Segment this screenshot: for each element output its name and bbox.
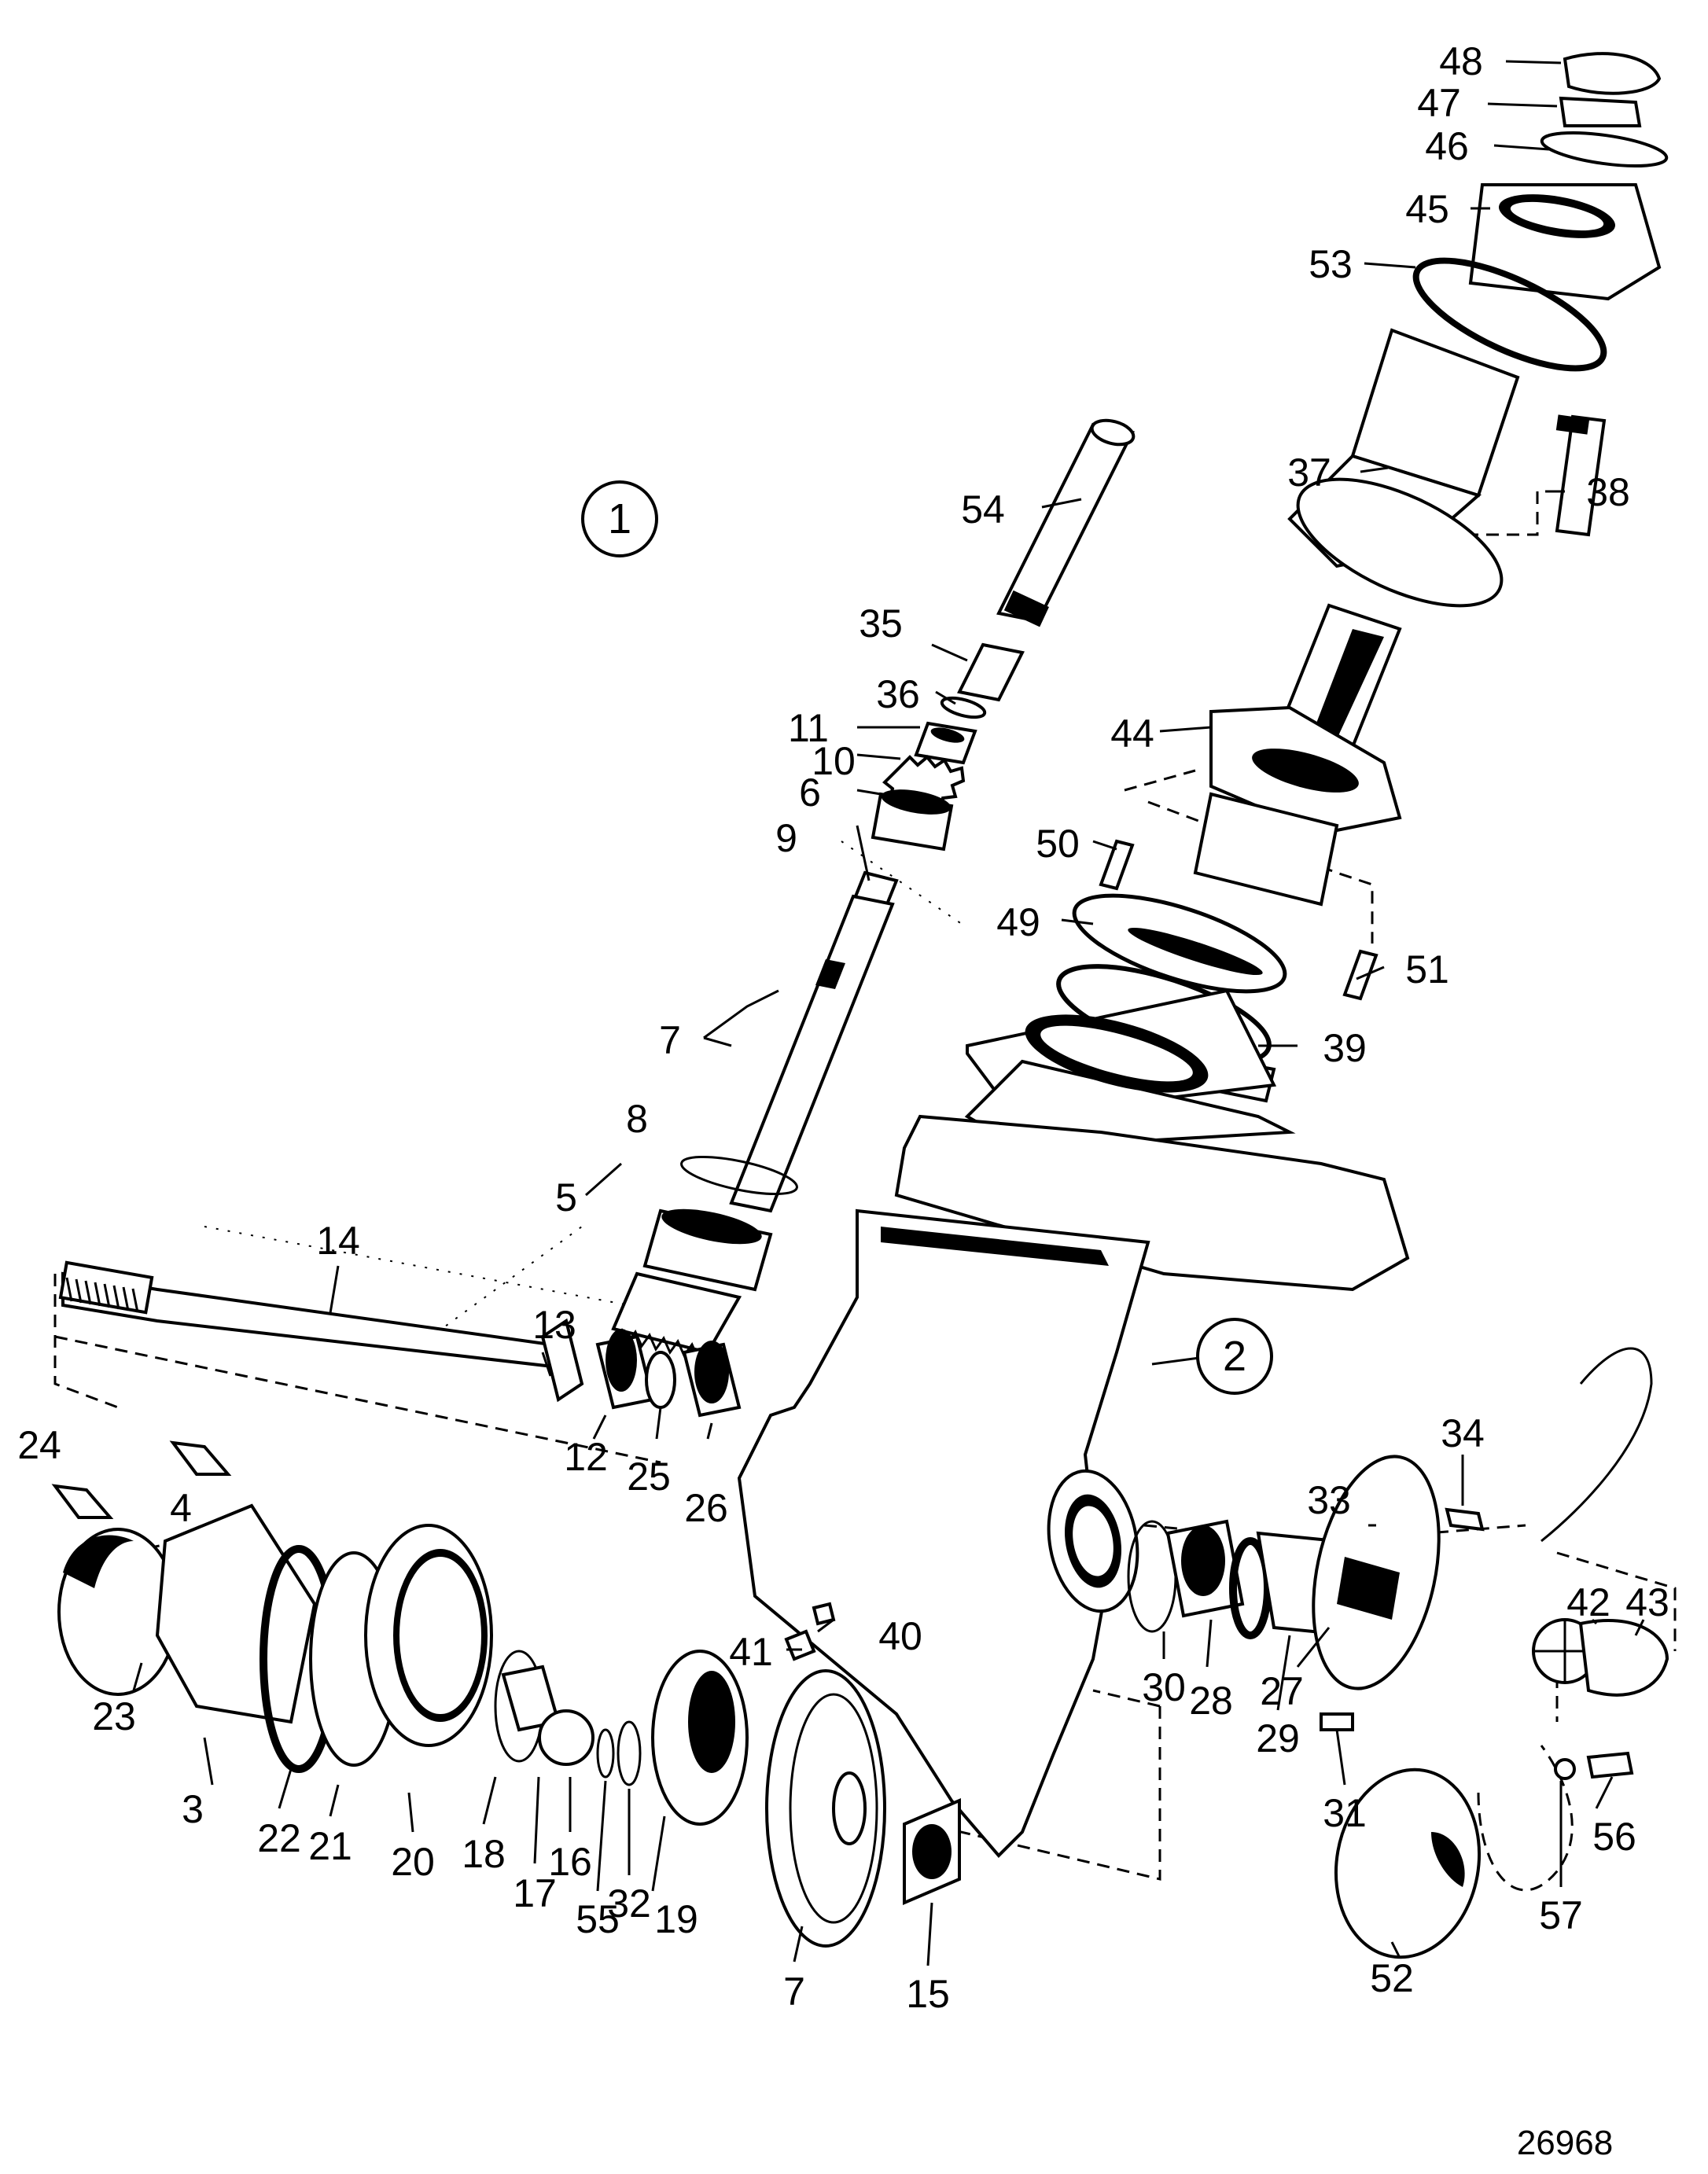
part-label-21: 21 <box>308 1824 352 1868</box>
gear-housing <box>737 988 1410 1858</box>
part-label-48: 48 <box>1439 39 1483 83</box>
part-label-34: 34 <box>1441 1411 1485 1455</box>
part-label-16: 16 <box>548 1840 592 1884</box>
part-label-13: 13 <box>532 1303 576 1347</box>
part-label-7-lower: 7 <box>783 1970 805 2014</box>
part-label-6: 6 <box>799 771 821 815</box>
circled-label-1: 1 <box>608 495 631 543</box>
part-label-9: 9 <box>775 816 797 860</box>
part-label-30: 30 <box>1142 1665 1186 1709</box>
part-label-4: 4 <box>170 1486 192 1530</box>
part-labels: 48 47 46 45 53 37 38 54 35 36 11 10 6 9 … <box>17 39 1669 2016</box>
part-label-10: 10 <box>812 739 856 783</box>
part-label-14: 14 <box>316 1219 360 1263</box>
part-label-32: 32 <box>607 1882 651 1926</box>
part-label-43: 43 <box>1625 1580 1669 1624</box>
part-label-3: 3 <box>182 1787 204 1831</box>
part-label-27: 27 <box>1260 1669 1304 1713</box>
part-label-52: 52 <box>1370 1956 1414 2000</box>
part-label-50: 50 <box>1036 822 1080 866</box>
part-label-38: 38 <box>1586 470 1630 514</box>
part-label-36: 36 <box>876 672 920 716</box>
part-label-25: 25 <box>627 1455 671 1499</box>
part-label-56: 56 <box>1592 1815 1636 1859</box>
part-label-22: 22 <box>257 1816 301 1860</box>
part-label-7-upper: 7 <box>659 1018 681 1062</box>
part-label-37: 37 <box>1287 451 1331 495</box>
part-label-23: 23 <box>92 1694 136 1738</box>
part-label-29: 29 <box>1256 1716 1300 1760</box>
part-label-12: 12 <box>564 1435 608 1479</box>
part-label-39: 39 <box>1323 1026 1367 1070</box>
part-label-31: 31 <box>1323 1791 1367 1835</box>
part-label-18: 18 <box>462 1832 506 1876</box>
part-label-54: 54 <box>961 487 1005 532</box>
part-label-44: 44 <box>1110 712 1154 756</box>
circled-label-2: 2 <box>1223 1333 1246 1380</box>
circled-labels: 1 2 <box>581 480 1273 1395</box>
lower-gear-components <box>51 1440 961 1948</box>
part-label-35: 35 <box>859 601 903 646</box>
figure-number: 26968 <box>1517 2124 1613 2162</box>
propeller-components <box>784 1347 1669 1959</box>
part-label-42: 42 <box>1566 1580 1610 1624</box>
part-label-24: 24 <box>17 1423 61 1467</box>
part-label-20: 20 <box>391 1840 435 1884</box>
part-label-26: 26 <box>684 1486 728 1530</box>
part-label-19: 19 <box>654 1897 698 1941</box>
vertical-drive-shaft <box>611 418 1136 1359</box>
part-label-11: 11 <box>788 706 829 750</box>
part-label-5: 5 <box>555 1175 577 1219</box>
part-label-40: 40 <box>878 1614 922 1658</box>
part-label-33: 33 <box>1307 1478 1351 1522</box>
part-label-53: 53 <box>1309 242 1353 286</box>
part-label-57: 57 <box>1539 1893 1583 1937</box>
steering-column-assembly <box>1056 52 1669 1103</box>
part-label-8: 8 <box>626 1097 648 1141</box>
part-label-17: 17 <box>513 1871 557 1915</box>
part-label-41: 41 <box>729 1630 773 1674</box>
part-label-46: 46 <box>1425 124 1469 168</box>
part-label-45: 45 <box>1405 187 1449 231</box>
part-label-49: 49 <box>996 900 1040 944</box>
output-shaft <box>58 1260 742 1418</box>
part-label-28: 28 <box>1189 1679 1233 1723</box>
part-label-51: 51 <box>1405 947 1449 991</box>
part-label-55: 55 <box>576 1897 620 1941</box>
part-label-15: 15 <box>906 1972 950 2016</box>
part-label-47: 47 <box>1417 81 1461 125</box>
